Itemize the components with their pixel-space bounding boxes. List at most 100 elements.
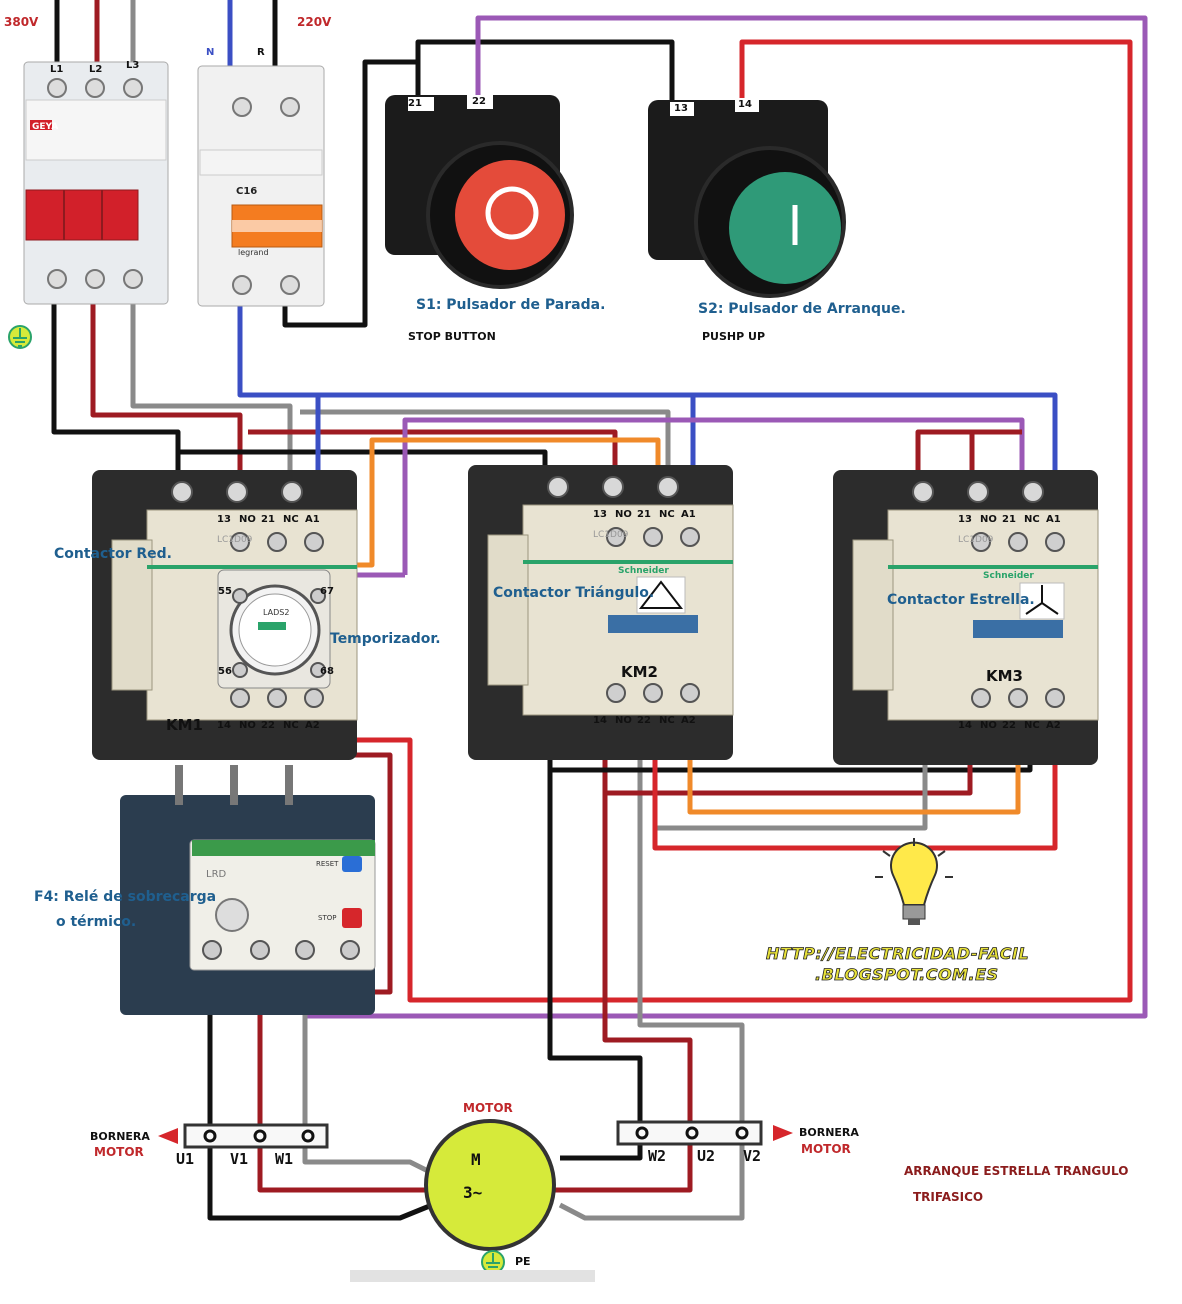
- wire-bridge-l3-km2: [300, 409, 671, 478]
- bornera-left-label: BORNERA: [90, 1130, 150, 1143]
- stop-o-icon: [485, 186, 539, 240]
- bornera-left: [158, 1123, 329, 1149]
- motor-pe-label: PE: [515, 1255, 531, 1268]
- delta-icon: [636, 576, 686, 614]
- three-pole-breaker: [23, 61, 169, 305]
- km2-top-term-2: NO: [615, 509, 632, 520]
- km2-top-term-4: NC: [659, 509, 675, 520]
- terminal-w1: W1: [275, 1150, 294, 1168]
- pe-ground-icon: [481, 1250, 505, 1274]
- km2-aux-top-3: [680, 527, 700, 547]
- km3-brand: Schneider: [983, 571, 1034, 581]
- terminal-v2: V2: [743, 1147, 762, 1165]
- stop-button-device: [385, 95, 574, 289]
- breaker-l3-label: L3: [126, 60, 140, 71]
- start-push[interactable]: [729, 172, 841, 284]
- bornera-left-motor: MOTOR: [94, 1145, 144, 1159]
- wire-w1-motor: [302, 1145, 432, 1175]
- km3-aux-bottom-1: [971, 688, 991, 708]
- breaker-r-label: R: [257, 47, 265, 58]
- km2-bottom-term-4: NC: [659, 715, 675, 726]
- breaker-l1-label: L1: [50, 64, 64, 75]
- km1-aux-top-1: [230, 532, 250, 552]
- base-shadow: [350, 1270, 595, 1282]
- km3-bottom-term-3: 22: [1002, 720, 1016, 731]
- km1-bottom-term-2: NO: [239, 720, 256, 731]
- wire-u2-motor: [560, 1145, 643, 1161]
- arrow-right-bornera-icon: [773, 1125, 793, 1141]
- wire-v1-motor: [257, 1145, 425, 1193]
- km2-top-term-5: A1: [681, 509, 696, 520]
- km3-bottom-term-2: NO: [980, 720, 997, 731]
- wire-km3-short: [915, 429, 1022, 470]
- km3-bottom-term-5: A2: [1046, 720, 1061, 731]
- km3-top-screw-1: [912, 481, 934, 503]
- breaker-lever[interactable]: [25, 189, 139, 241]
- km1-bottom-term-3: 22: [261, 720, 275, 731]
- km1-top-screw-3: [281, 481, 303, 503]
- motor-3-symbol: 3~: [463, 1183, 483, 1202]
- two-pole-breaker: [197, 65, 325, 307]
- wire-km2-km3-orange: [687, 720, 1021, 815]
- ground-icon: [8, 325, 32, 349]
- km1-top-term-4: NC: [283, 514, 299, 525]
- km1-aux-top-2: [267, 532, 287, 552]
- km2-brand: Schneider: [618, 566, 669, 576]
- timer-terminal-55: 55: [218, 586, 232, 597]
- km1-aux-bottom-1: [230, 688, 250, 708]
- km1-top-term-5: A1: [305, 514, 320, 525]
- wire-w2-motor: [558, 1145, 745, 1221]
- km1-top-term-3: 21: [261, 514, 275, 525]
- motor-title: MOTOR: [463, 1101, 513, 1115]
- km2-top-screw-3: [657, 476, 679, 498]
- relay-stop-button[interactable]: [342, 908, 362, 928]
- terminal-u1: U1: [176, 1150, 195, 1168]
- km2-aux-top-1: [606, 527, 626, 547]
- km2-bottom-term-2: NO: [615, 715, 632, 726]
- km3-window: [973, 620, 1063, 638]
- km1-top-screw-2: [226, 481, 248, 503]
- km2-aux-bottom-3: [680, 683, 700, 703]
- wire-km2-v2: [602, 760, 693, 1125]
- wire-neutral-a1: [237, 300, 1058, 520]
- km1-top-term-1: 13: [217, 514, 231, 525]
- km3-top-screw-2: [967, 481, 989, 503]
- km3-top-term-2: NO: [980, 514, 997, 525]
- terminal-v1: V1: [230, 1150, 249, 1168]
- km2-top-term-3: 21: [637, 509, 651, 520]
- km2-window: [608, 615, 698, 633]
- relay-caption-2: o térmico.: [56, 914, 137, 930]
- arrow-left-bornera-icon: [158, 1128, 178, 1144]
- relay-reset-button[interactable]: [342, 856, 362, 872]
- km3-tag: KM3: [986, 667, 1023, 685]
- wire-km2-u2: [547, 760, 643, 1125]
- breaker-n-label: N: [206, 47, 215, 58]
- km3-model: LC1D09: [958, 535, 994, 545]
- contactor-star-caption: Contactor Estrella.: [887, 592, 1035, 608]
- km2-bottom-term-5: A2: [681, 715, 696, 726]
- start-button-sub: PUSHP UP: [702, 330, 766, 343]
- stop-button-caption: S1: Pulsador de Parada.: [416, 297, 606, 313]
- wire-km2-w2: [637, 760, 745, 1125]
- blog-url-line2[interactable]: .BLOGSPOT.COM.ES: [815, 965, 999, 985]
- km2-top-term-1: 13: [593, 509, 607, 520]
- relay-dial[interactable]: [215, 898, 249, 932]
- stop-button-sub: STOP BUTTON: [408, 330, 496, 343]
- wire-u1-motor: [207, 1145, 433, 1221]
- km3-aux-top-2: [1008, 532, 1028, 552]
- breaker-l2-label: L2: [89, 64, 103, 75]
- breaker-rating: C16: [236, 186, 258, 197]
- km2-aux-top-2: [643, 527, 663, 547]
- timer-model: LADS2: [263, 608, 290, 617]
- km2-brand-stripe: [523, 560, 733, 564]
- timer-terminal-67: 67: [320, 586, 334, 597]
- wire-l2-km1: [90, 300, 243, 478]
- km2-side: [487, 534, 529, 686]
- relay-caption-1: F4: Relé de sobrecarga: [34, 889, 217, 905]
- terminal-w2: W2: [648, 1147, 667, 1165]
- stop-push[interactable]: [455, 160, 565, 270]
- blog-url-line1[interactable]: HTTP://ELECTRICIDAD-FACIL: [766, 944, 1030, 964]
- km2-aux-bottom-2: [643, 683, 663, 703]
